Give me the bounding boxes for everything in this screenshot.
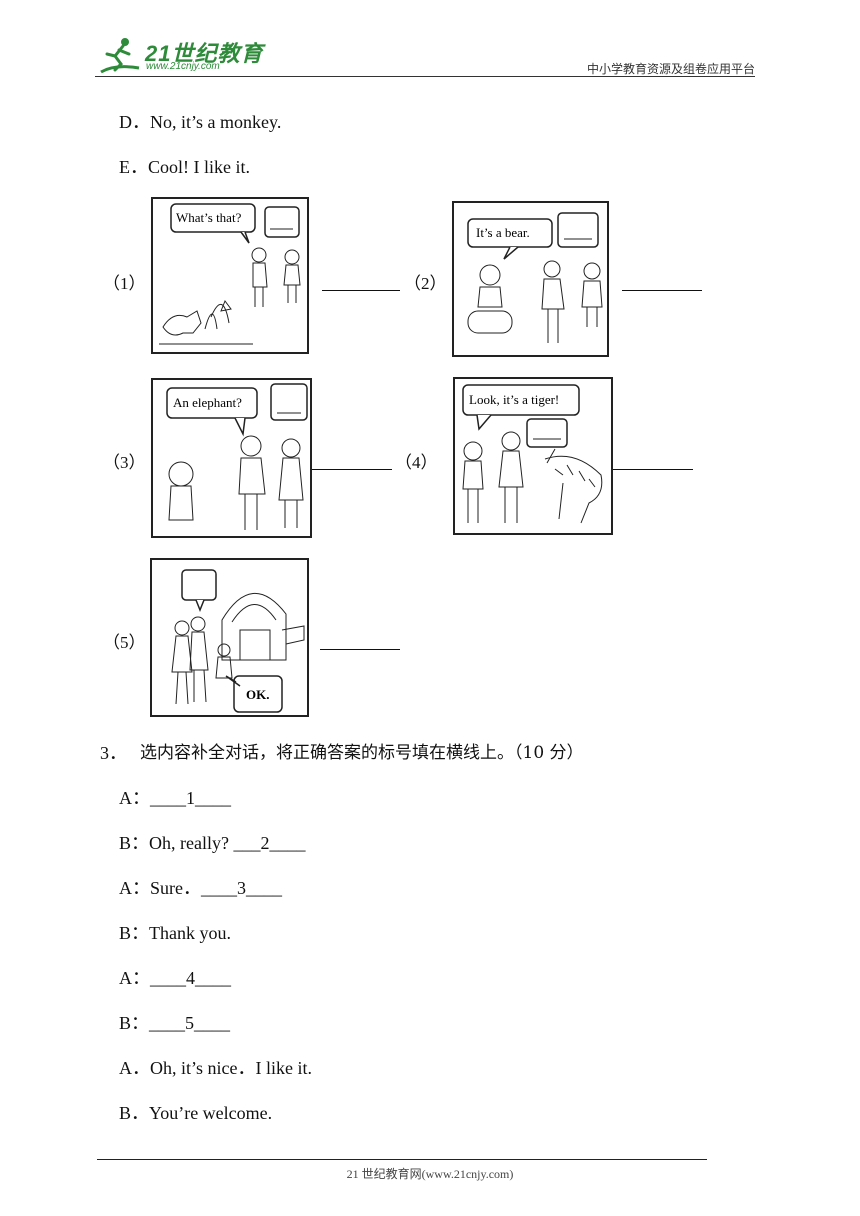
picture-1: What’s that? bbox=[151, 197, 309, 354]
picture-2-bubble-text: It’s a bear. bbox=[476, 225, 530, 240]
picture-3: An elephant? bbox=[151, 378, 312, 538]
answer-blank-3[interactable] bbox=[312, 469, 392, 470]
footer-divider bbox=[97, 1159, 707, 1160]
picture-1-bubble-text: What’s that? bbox=[176, 210, 242, 225]
option-b: B．You’re welcome. bbox=[119, 1103, 273, 1123]
footer-text: 21 世纪教育网(www.21cnjy.com) bbox=[346, 1167, 514, 1181]
answer-blank-4[interactable] bbox=[613, 469, 693, 470]
dialogue-line-3: A：Sure．____3____ bbox=[119, 878, 282, 898]
question-3-instruction: 选内容补全对话，将正确答案的标号填在横线上。（10 分） bbox=[140, 743, 584, 763]
dialogue-line-2: B：Oh, really? ___2____ bbox=[119, 833, 306, 853]
logo-text: 21世纪教育 bbox=[145, 41, 264, 66]
picture-3-bubble-text: An elephant? bbox=[173, 395, 242, 410]
picture-2: It’s a bear. bbox=[452, 201, 609, 357]
logo-url: www.21cnjy.com bbox=[146, 61, 220, 72]
picture-label-2: （2） bbox=[404, 274, 447, 293]
picture-label-5: （5） bbox=[103, 633, 146, 652]
picture-5: OK. bbox=[150, 558, 309, 717]
dialogue-line-1: A：____1____ bbox=[119, 788, 231, 808]
question-3-number: 3． bbox=[100, 743, 127, 763]
runner-logo-icon bbox=[100, 38, 140, 74]
logo bbox=[95, 34, 265, 76]
picture-4: Look, it’s a tiger! bbox=[453, 377, 613, 535]
picture-5-bubble-text: OK. bbox=[246, 687, 269, 702]
picture-4-bubble-text: Look, it’s a tiger! bbox=[469, 392, 559, 407]
picture-label-3: （3） bbox=[103, 453, 146, 472]
answer-blank-1[interactable] bbox=[322, 290, 400, 291]
picture-label-1: （1） bbox=[103, 274, 146, 293]
header-divider bbox=[95, 76, 755, 77]
option-a: A．Oh, it’s nice．I like it. bbox=[119, 1058, 312, 1078]
dialogue-line-4: B：Thank you. bbox=[119, 923, 231, 943]
answer-blank-2[interactable] bbox=[622, 290, 702, 291]
option-d: D．No, it’s a monkey. bbox=[119, 112, 282, 132]
option-e: E．Cool! I like it. bbox=[119, 157, 250, 177]
dialogue-line-5: A：____4____ bbox=[119, 968, 231, 988]
dialogue-line-6: B：____5____ bbox=[119, 1013, 231, 1033]
header-tagline: 中小学教育资源及组卷应用平台 bbox=[586, 62, 755, 76]
answer-blank-5[interactable] bbox=[320, 649, 400, 650]
picture-label-4: （4） bbox=[395, 453, 438, 472]
